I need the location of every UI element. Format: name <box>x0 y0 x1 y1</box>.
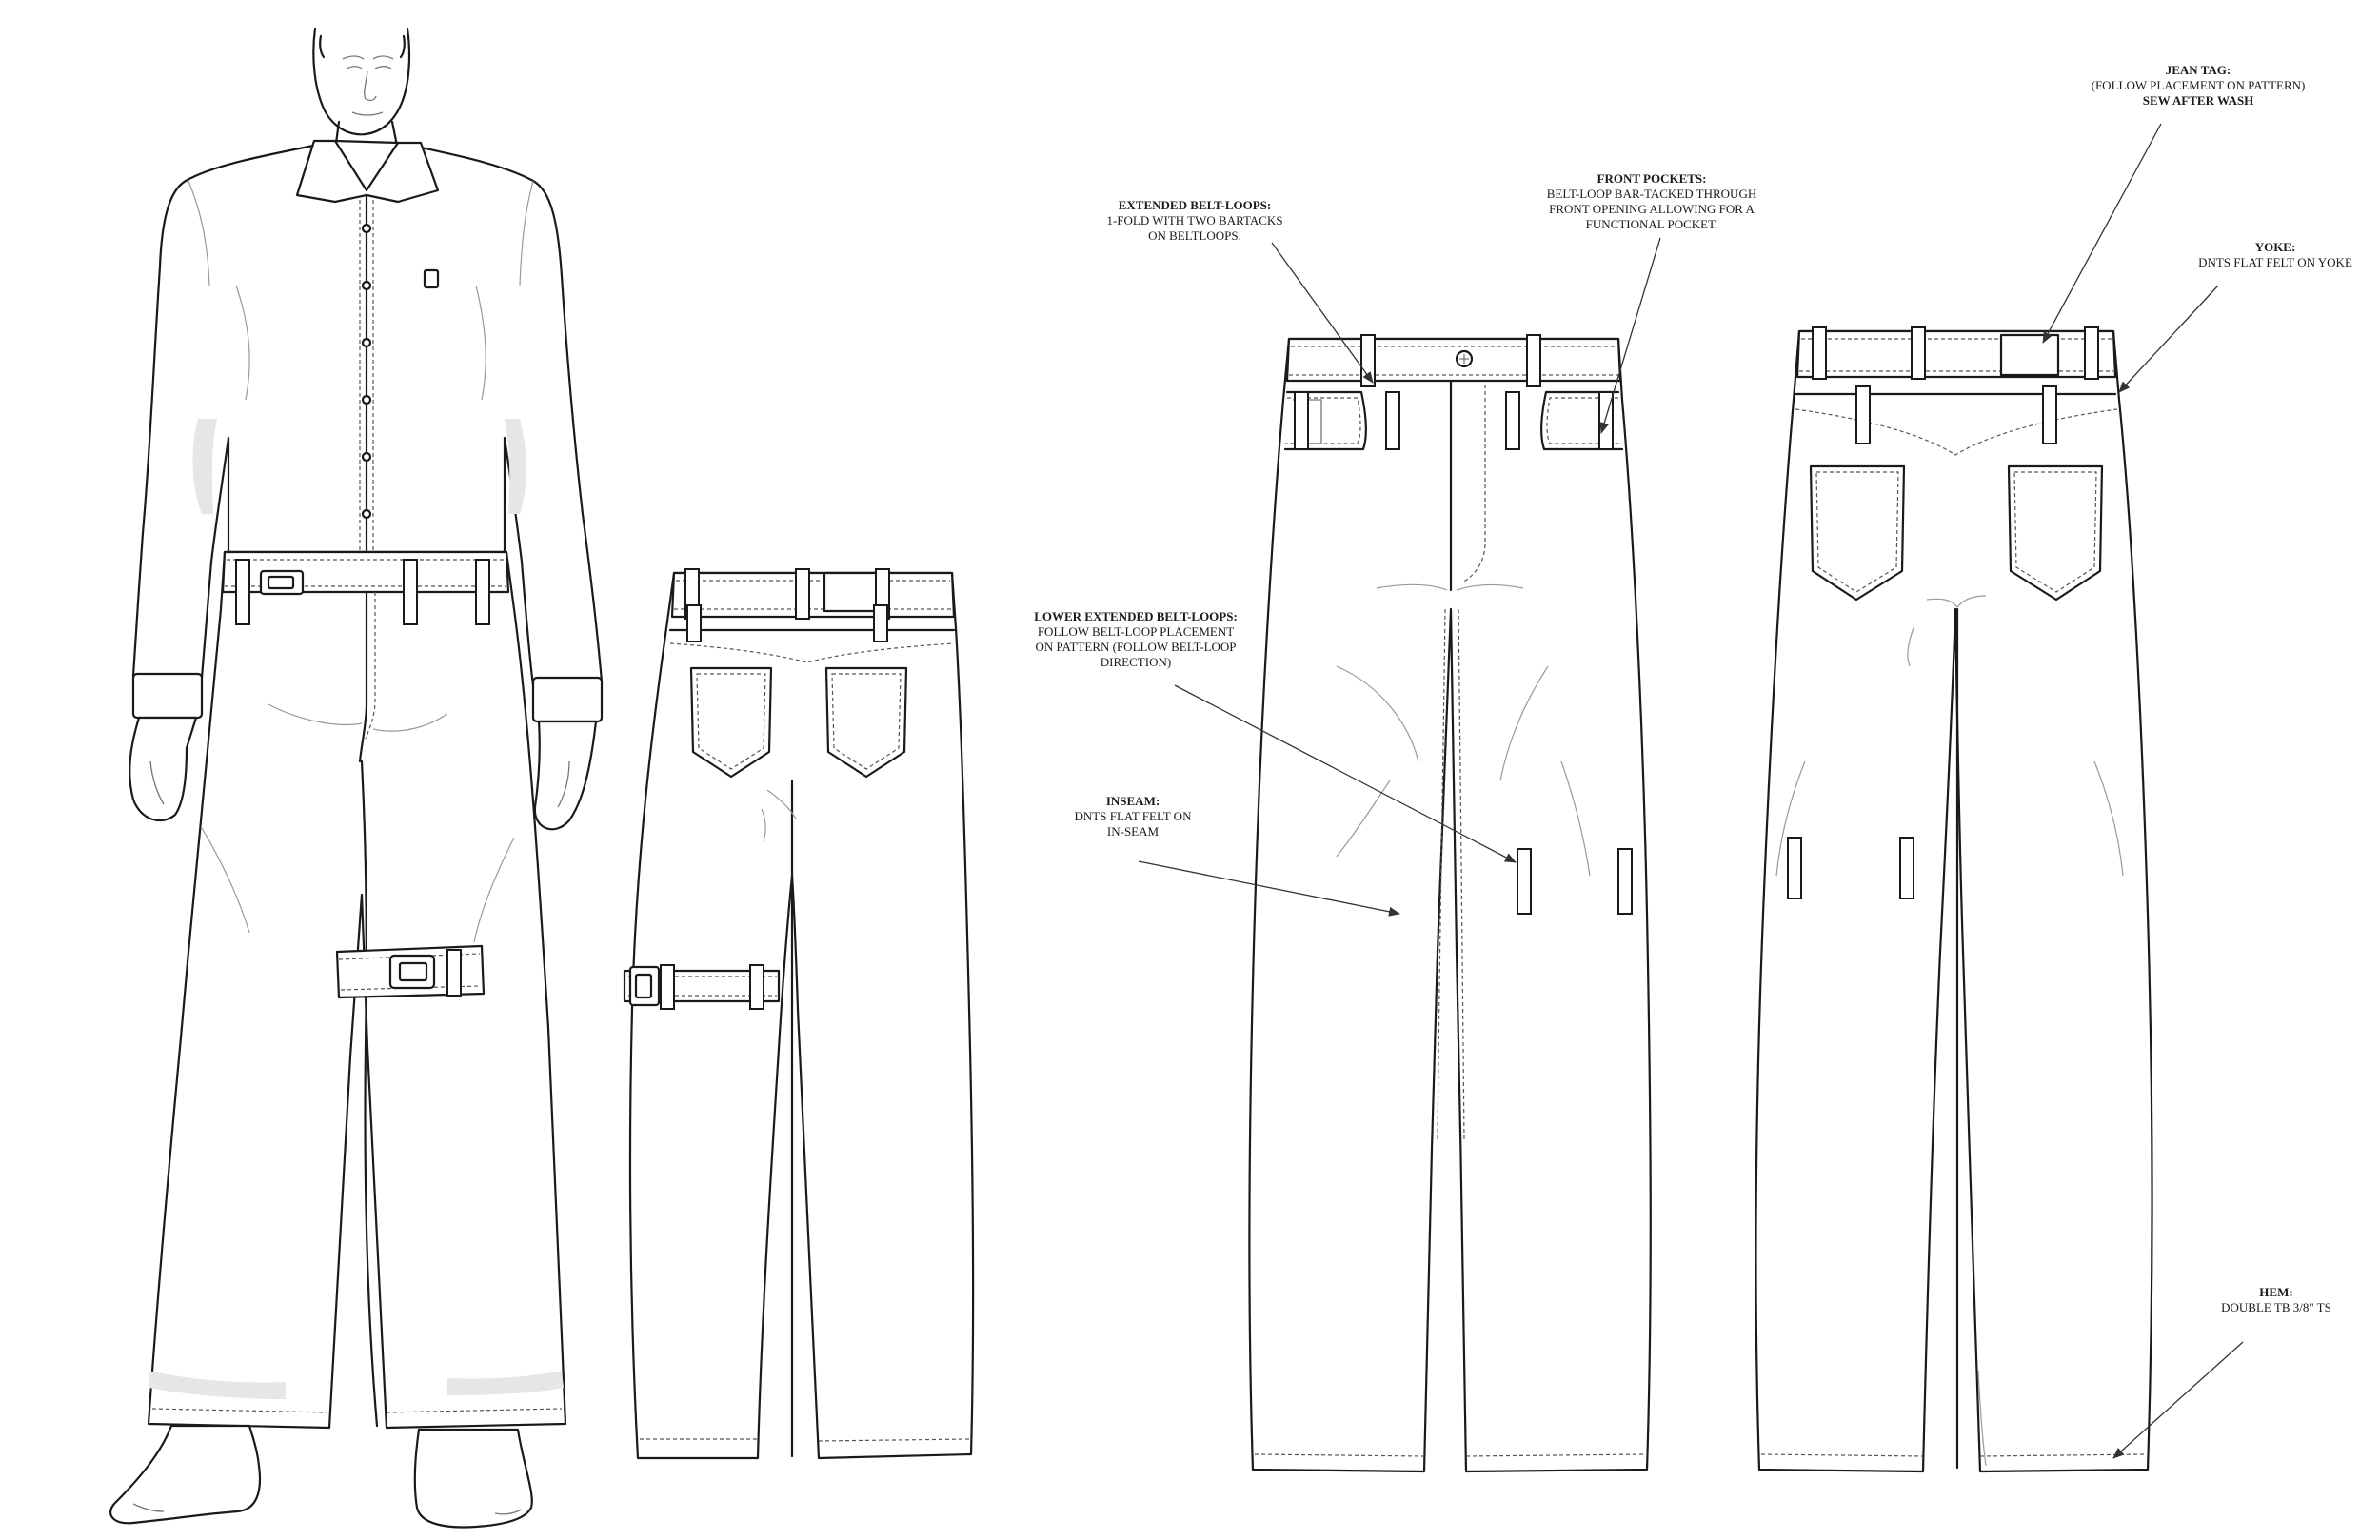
callout-front-pockets: FRONT POCKETS: BELT-LOOP BAR-TACKED THRO… <box>1523 171 1780 232</box>
callout-extended-belt-loops: EXTENDED BELT-LOOPS: 1-FOLD WITH TWO BAR… <box>1085 198 1304 244</box>
callout-lower-belt-loops-line: ON PATTERN (FOLLOW BELT-LOOP <box>1035 640 1237 654</box>
callout-lower-belt-loops-line: FOLLOW BELT-LOOP PLACEMENT <box>1037 624 1235 639</box>
callout-lower-belt-loops-line: DIRECTION) <box>1100 655 1172 669</box>
callout-inseam-title: INSEAM: <box>1105 794 1160 808</box>
leader-jean-tag <box>2042 123 2162 344</box>
callout-jean-tag-bold: SEW AFTER WASH <box>2142 93 2254 108</box>
callout-lower-extended-belt-loops: LOWER EXTENDED BELT-LOOPS: FOLLOW BELT-L… <box>1017 609 1255 670</box>
leader-front-pockets <box>1599 237 1661 434</box>
callout-extended-belt-loops-line: ON BELTLOOPS. <box>1148 228 1241 243</box>
callout-inseam: INSEAM: DNTS FLAT FELT ON IN-SEAM <box>1057 794 1209 839</box>
leader-lower-belt-loops <box>1174 684 1517 863</box>
leader-extended-belt-loops <box>1271 242 1374 384</box>
callout-jean-tag: JEAN TAG: (FOLLOW PLACEMENT ON PATTERN) … <box>2070 63 2327 109</box>
callout-yoke-line: DNTS FLAT FELT ON YOKE <box>2198 255 2352 269</box>
callout-front-pockets-line: BELT-LOOP BAR-TACKED THROUGH <box>1546 187 1757 201</box>
back-flat-jeans <box>1755 326 2153 1473</box>
callout-jean-tag-line: (FOLLOW PLACEMENT ON PATTERN) <box>2091 78 2306 92</box>
model-head <box>312 27 411 152</box>
model-figure <box>109 27 604 1529</box>
callout-yoke: YOKE: DNTS FLAT FELT ON YOKE <box>2180 240 2370 270</box>
callout-hem-line: DOUBLE TB 3/8" TS <box>2221 1300 2331 1314</box>
model-jeans <box>147 550 567 1430</box>
leader-yoke <box>2118 285 2219 393</box>
back-view-jeans <box>623 568 975 1460</box>
callout-jean-tag-title: JEAN TAG: <box>2165 63 2231 77</box>
callout-hem-title: HEM: <box>2259 1285 2293 1299</box>
callout-extended-belt-loops-line: 1-FOLD WITH TWO BARTACKS <box>1106 213 1283 227</box>
callout-extended-belt-loops-title: EXTENDED BELT-LOOPS: <box>1118 198 1272 212</box>
callout-yoke-title: YOKE: <box>2254 240 2296 254</box>
callout-lower-belt-loops-title: LOWER EXTENDED BELT-LOOPS: <box>1034 609 1238 623</box>
callout-inseam-line: DNTS FLAT FELT ON <box>1074 809 1192 823</box>
callout-inseam-line: IN-SEAM <box>1106 824 1160 839</box>
callout-front-pockets-line: FUNCTIONAL POCKET. <box>1585 217 1718 231</box>
callout-front-pockets-title: FRONT POCKETS: <box>1597 171 1707 186</box>
model-feet <box>109 1424 533 1529</box>
callout-front-pockets-line: FRONT OPENING ALLOWING FOR A <box>1549 202 1755 216</box>
leader-hem <box>2112 1341 2244 1459</box>
callout-hem: HEM: DOUBLE TB 3/8" TS <box>2205 1285 2348 1315</box>
leader-inseam <box>1138 860 1400 917</box>
model-shirt <box>131 139 604 723</box>
callout-leaders <box>1138 123 2244 1459</box>
model-hands <box>129 716 598 831</box>
front-flat-jeans <box>1248 334 1652 1473</box>
